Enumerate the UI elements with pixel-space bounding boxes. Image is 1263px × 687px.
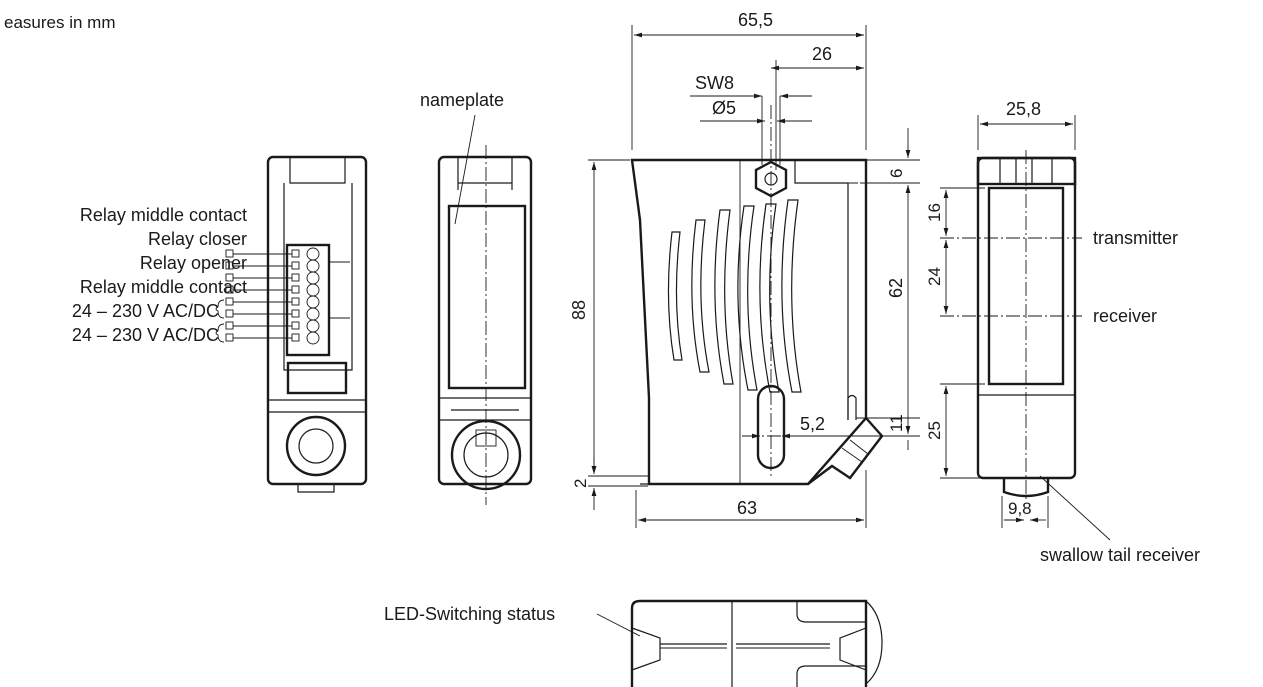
label-led-switching-status: LED-Switching status: [384, 604, 555, 624]
lens-housing: [976, 156, 1077, 480]
connector-bottom-tab: [297, 484, 335, 493]
connector-housing: [266, 155, 368, 486]
label-relay-closer: Relay closer: [148, 229, 247, 249]
cable-gland: [285, 415, 347, 477]
units-note: easures in mm: [4, 13, 115, 32]
label-transmitter: transmitter: [1093, 228, 1178, 248]
swallow-tail-leader: [1039, 475, 1111, 541]
connector-gland-lines: [268, 399, 366, 413]
dim-sw8: SW8: [695, 73, 734, 93]
dim-25-8: 25,8: [1006, 99, 1041, 119]
connector-view: Relay middle contact Relay closer Relay …: [72, 155, 368, 493]
label-relay-opener: Relay opener: [140, 253, 247, 273]
dim-dia-5: Ø5: [712, 98, 736, 118]
nameplate-view: nameplate: [420, 90, 533, 505]
label-relay-middle-1: Relay middle contact: [80, 205, 247, 225]
lens-view: [940, 150, 1111, 541]
terminals: [291, 247, 320, 345]
front-view: [630, 105, 884, 486]
top-view: LED-Switching status: [384, 599, 883, 687]
connector-pins: [225, 249, 292, 342]
dim-6: 6: [887, 169, 906, 178]
connector-latch: [286, 361, 348, 395]
dim-11: 11: [887, 414, 906, 432]
nameplate-leader: [454, 114, 476, 225]
dim-65-5: 65,5: [738, 10, 773, 30]
brace-supply-2: [215, 323, 225, 343]
led-window-left: [631, 627, 661, 671]
optic-arcs: [667, 199, 802, 393]
label-swallow-tail-receiver: swallow tail receiver: [1040, 545, 1200, 565]
brace-supply-1: [215, 299, 225, 319]
dim-25: 25: [925, 421, 944, 440]
dim-26: 26: [812, 44, 832, 64]
label-supply-2: 24 – 230 V AC/DC: [72, 325, 219, 345]
front-dimensions: 65,5 26 SW8 Ø5 88 2 62 6 11 5,2: [569, 10, 920, 528]
nameplate-area: [447, 204, 527, 390]
dim-88: 88: [569, 300, 589, 320]
dim-62: 62: [886, 278, 906, 298]
nameplate-housing: [437, 155, 533, 486]
dim-24: 24: [925, 267, 944, 286]
cable-gland-inner: [298, 428, 334, 464]
swallow-tail-receiver: [1002, 478, 1050, 498]
connector-frame: [283, 183, 353, 371]
label-receiver: receiver: [1093, 306, 1157, 326]
lens-dimensions: 25,8 16 24 25 9,8: [925, 99, 1076, 528]
led-leader: [596, 613, 641, 637]
label-supply-1: 24 – 230 V AC/DC: [72, 301, 219, 321]
label-relay-middle-2: Relay middle contact: [80, 277, 247, 297]
dim-16: 16: [925, 203, 944, 222]
terminal-leads: [329, 261, 350, 319]
dim-2: 2: [571, 479, 590, 488]
led-window-right: [839, 627, 867, 671]
connector-top-cap: [289, 157, 346, 184]
terminal-block: [285, 243, 331, 357]
dim-63: 63: [737, 498, 757, 518]
dim-5-2: 5,2: [800, 414, 825, 434]
label-nameplate: nameplate: [420, 90, 504, 110]
dim-9-8: 9,8: [1008, 499, 1032, 518]
swallow-tail: [807, 417, 884, 485]
